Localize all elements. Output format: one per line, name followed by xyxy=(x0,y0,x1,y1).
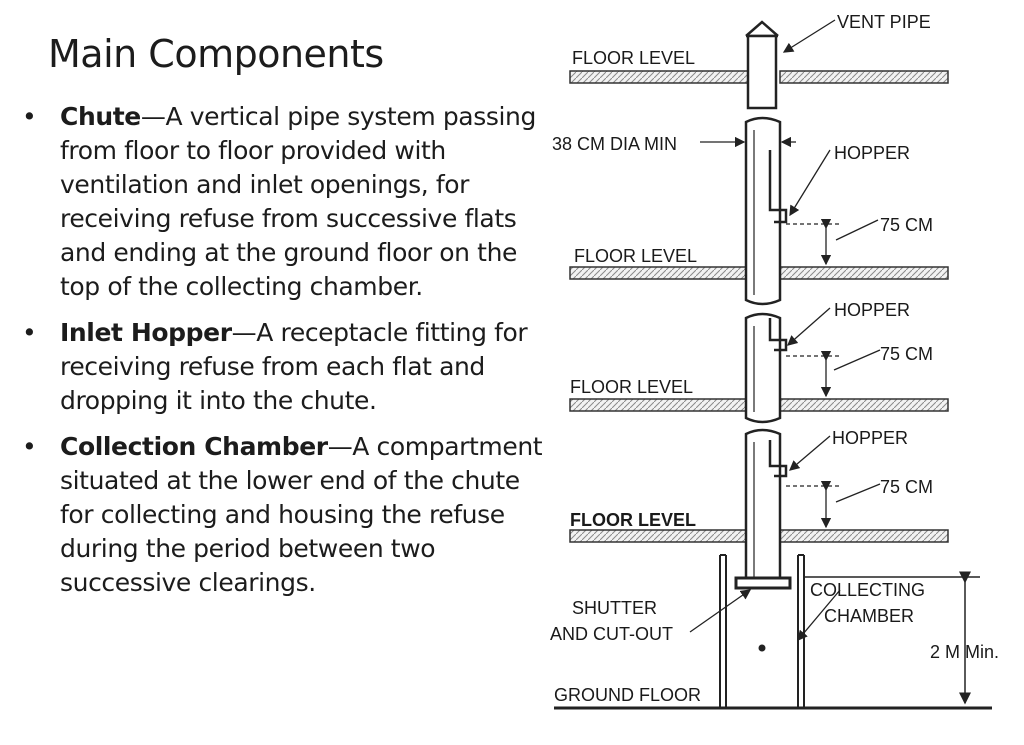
slide-title: Main Components xyxy=(48,32,384,76)
label-hopper-3: HOPPER xyxy=(832,428,908,448)
hopper-3 xyxy=(768,440,788,478)
leader-lines xyxy=(689,19,881,641)
hopper-2 xyxy=(768,318,788,352)
label-shutter-line2: AND CUT-OUT xyxy=(550,624,673,644)
label-vent-pipe: VENT PIPE xyxy=(837,12,931,32)
label-floor-level-3: FLOOR LEVEL xyxy=(570,377,693,397)
label-hopper-2: HOPPER xyxy=(834,300,910,320)
chute-pipe xyxy=(744,116,782,584)
refuse-chute-diagram: VENT PIPE FLOOR LEVEL 38 CM DIA MIN HOPP… xyxy=(550,12,999,710)
bullet-marker: • xyxy=(22,102,37,131)
definition-collection-chamber: A compartment situated at the lower end … xyxy=(60,432,543,597)
label-floor-level-2: FLOOR LEVEL xyxy=(574,246,697,266)
label-ground-floor: GROUND FLOOR xyxy=(554,685,701,705)
bullet-chute: • Chute—A vertical pipe system passing f… xyxy=(22,100,550,304)
dash: — xyxy=(140,102,166,131)
label-75cm-2: 75 CM xyxy=(880,344,933,364)
floor-slab-2 xyxy=(569,266,949,280)
label-75cm-3: 75 CM xyxy=(880,477,933,497)
shutter xyxy=(734,576,792,590)
term-chute: Chute xyxy=(60,102,141,131)
term-inlet-hopper: Inlet Hopper xyxy=(60,318,232,347)
definition-chute: A vertical pipe system passing from floo… xyxy=(60,102,536,301)
hopper-1 xyxy=(768,150,788,224)
dim-75-marks xyxy=(786,218,840,529)
bullet-marker: • xyxy=(22,432,37,461)
label-collecting-line2: CHAMBER xyxy=(824,606,914,626)
dash: — xyxy=(327,432,353,461)
component-list: • Chute—A vertical pipe system passing f… xyxy=(22,100,550,612)
label-hopper-1: HOPPER xyxy=(834,143,910,163)
label-floor-level-1: FLOOR LEVEL xyxy=(572,48,695,68)
height-dimension xyxy=(804,571,980,705)
bullet-collection-chamber: • Collection Chamber—A compartment situa… xyxy=(22,430,550,600)
label-shutter-line1: SHUTTER xyxy=(572,598,657,618)
dash: — xyxy=(231,318,257,347)
bullet-inlet-hopper: • Inlet Hopper—A receptacle fitting for … xyxy=(22,316,550,418)
label-diameter: 38 CM DIA MIN xyxy=(552,134,677,154)
label-collecting-line1: COLLECTING xyxy=(810,580,925,600)
vent-pipe xyxy=(745,20,779,110)
label-75cm-1: 75 CM xyxy=(880,215,933,235)
label-floor-level-4: FLOOR LEVEL xyxy=(570,510,696,530)
definition-inlet-hopper: A receptacle fitting for receiving refus… xyxy=(60,318,528,415)
label-height-min: 2 M Min. xyxy=(930,642,999,662)
bullet-marker: • xyxy=(22,318,37,347)
term-collection-chamber: Collection Chamber xyxy=(60,432,328,461)
